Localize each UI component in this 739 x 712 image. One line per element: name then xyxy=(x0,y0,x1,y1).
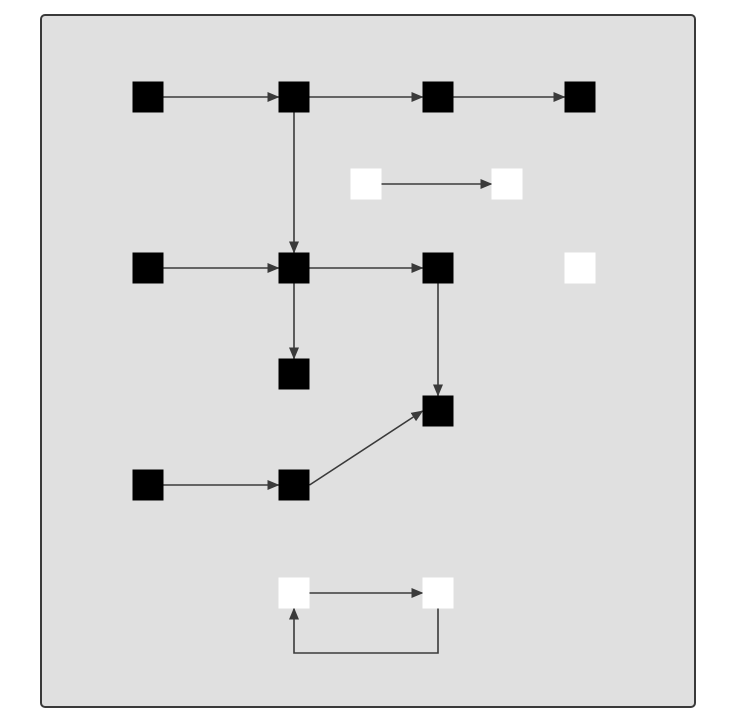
node-n12-filled xyxy=(422,395,454,427)
node-n9-filled xyxy=(422,252,454,284)
node-n11-filled xyxy=(278,358,310,390)
edge-n16-to-n15 xyxy=(289,607,439,654)
node-n10-hollow xyxy=(564,252,596,284)
node-n4-filled xyxy=(564,81,596,113)
node-n13-filled xyxy=(132,469,164,501)
edge-n14-to-n12 xyxy=(309,410,424,486)
node-n6-hollow xyxy=(491,168,523,200)
node-n7-filled xyxy=(132,252,164,284)
node-n5-hollow xyxy=(350,168,382,200)
node-n3-filled xyxy=(422,81,454,113)
nodes-layer xyxy=(132,81,596,609)
node-n1-filled xyxy=(132,81,164,113)
node-n16-hollow xyxy=(422,577,454,609)
node-n15-hollow xyxy=(278,577,310,609)
node-n2-filled xyxy=(278,81,310,113)
node-n14-filled xyxy=(278,469,310,501)
edges-layer xyxy=(163,92,566,654)
node-n8-filled xyxy=(278,252,310,284)
